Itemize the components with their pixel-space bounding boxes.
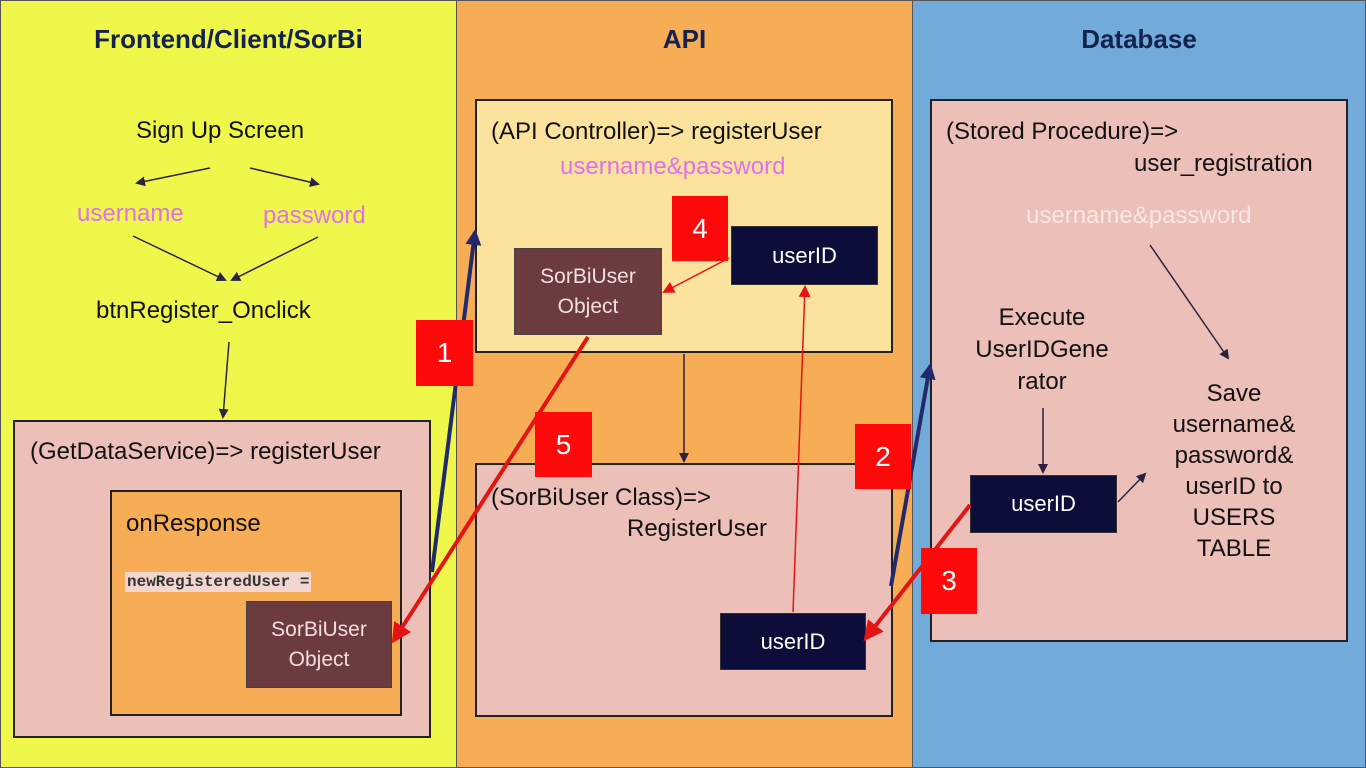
sorbiuser-class-line1: (SorBiUser Class)=> [491, 484, 712, 511]
api-object-line1: SorBiUser [540, 264, 636, 288]
frontend-object-line2: Object [288, 647, 350, 671]
api-userid-bottom: userID [720, 613, 866, 670]
api-sorbiuser-object: SorBiUser Object [514, 248, 662, 335]
database-column-title: Database [1081, 24, 1197, 54]
execute-line1: Execute [998, 304, 1086, 331]
api-column-title: API [662, 24, 707, 54]
save-line1: Save [1206, 380, 1262, 407]
new-registered-user-code: newRegisteredUser = [125, 572, 312, 592]
btn-register-onclick-label: btnRegister_Onclick [96, 297, 311, 324]
step-1-badge: 1 [416, 320, 473, 386]
on-response-label: onResponse [126, 510, 261, 537]
password-label: password [263, 202, 366, 229]
frontend-column-title: Frontend/Client/SorBi [94, 24, 363, 54]
save-line4: userID to [1185, 473, 1283, 500]
api-userid-top: userID [731, 226, 878, 285]
stored-procedure-box: (Stored Procedure)=> user_registration u… [930, 99, 1348, 642]
execute-line3: rator [1017, 368, 1067, 395]
save-line5: USERS [1192, 504, 1276, 531]
stored-procedure-params: username&password [1026, 202, 1252, 229]
save-users-table-label: Save username& password& userID to USERS… [1154, 378, 1314, 564]
frontend-sorbiuser-object: SorBiUser Object [246, 601, 392, 688]
signup-screen-label: Sign Up Screen [136, 117, 305, 144]
save-line3: password& [1174, 442, 1294, 469]
frontend-object-line1: SorBiUser [271, 617, 367, 641]
sorbiuser-class-box: (SorBiUser Class)=> RegisterUser [475, 463, 893, 717]
database-userid: userID [970, 475, 1117, 533]
step-2-badge: 2 [855, 424, 911, 489]
sorbiuser-class-line2: RegisterUser [627, 515, 768, 542]
step-3-badge: 3 [921, 548, 977, 614]
execute-line2: UserIDGene [975, 336, 1109, 363]
api-object-line2: Object [557, 294, 619, 318]
save-line2: username& [1172, 411, 1296, 438]
save-line6: TABLE [1196, 535, 1272, 562]
username-label: username [77, 200, 184, 227]
stored-procedure-line2: user_registration [1134, 150, 1313, 177]
step-5-badge: 5 [535, 412, 592, 477]
step-4-badge: 4 [672, 196, 728, 261]
stored-procedure-line1: (Stored Procedure)=> [946, 118, 1179, 145]
execute-generator-label: Execute UserIDGene rator [970, 302, 1114, 398]
api-controller-params: username&password [560, 153, 786, 180]
get-data-service-title: (GetDataService)=> registerUser [30, 438, 381, 465]
api-controller-title: (API Controller)=> registerUser [491, 118, 822, 145]
